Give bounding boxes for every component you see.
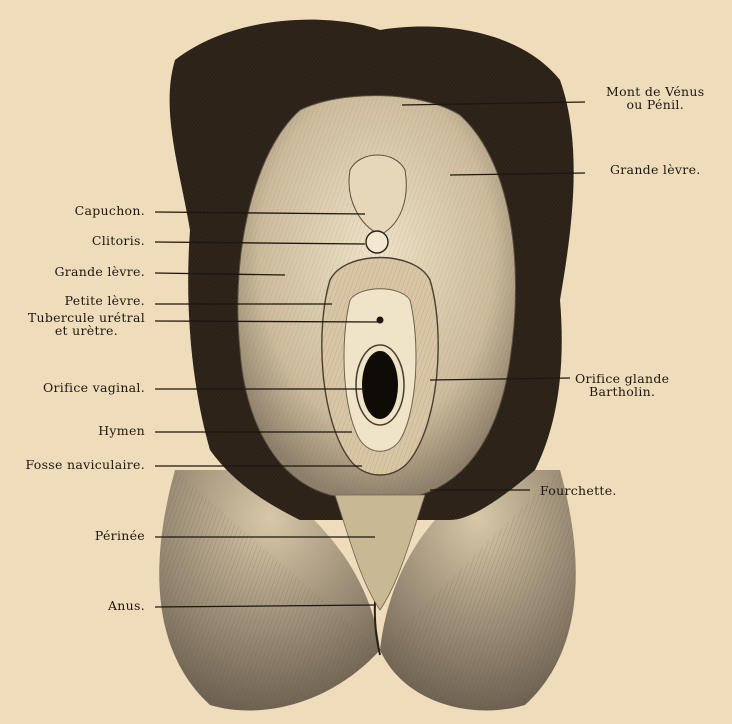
label-mont-de-venus: Mont de Vénus ou Pénil. — [606, 85, 704, 111]
label-fosse-naviculaire: Fosse naviculaire. — [25, 458, 145, 471]
label-orifice-glande: Orifice glande Bartholin. — [575, 372, 669, 398]
label-orifice-vaginal: Orifice vaginal. — [43, 381, 145, 394]
clitoris-shape — [366, 231, 388, 253]
label-hymen: Hymen — [98, 424, 145, 437]
label-tubercule-line2: et urètre. — [28, 324, 145, 337]
label-orifice-glande-line2: Bartholin. — [575, 385, 669, 398]
label-tubercule: Tubercule urétral et urètre. — [28, 311, 145, 337]
label-petite-levre: Petite lèvre. — [65, 294, 145, 307]
label-perinee: Périnée — [95, 529, 145, 542]
vaginal-orifice-shape — [362, 351, 398, 419]
label-fourchette: Fourchette. — [540, 484, 617, 497]
label-clitoris: Clitoris. — [92, 234, 145, 247]
label-grande-levre-left: Grande lèvre. — [54, 265, 145, 278]
label-anus: Anus. — [108, 599, 145, 612]
label-grande-levre-right: Grande lèvre. — [610, 163, 701, 176]
label-mont-de-venus-line2: ou Pénil. — [606, 98, 704, 111]
label-capuchon: Capuchon. — [75, 204, 145, 217]
